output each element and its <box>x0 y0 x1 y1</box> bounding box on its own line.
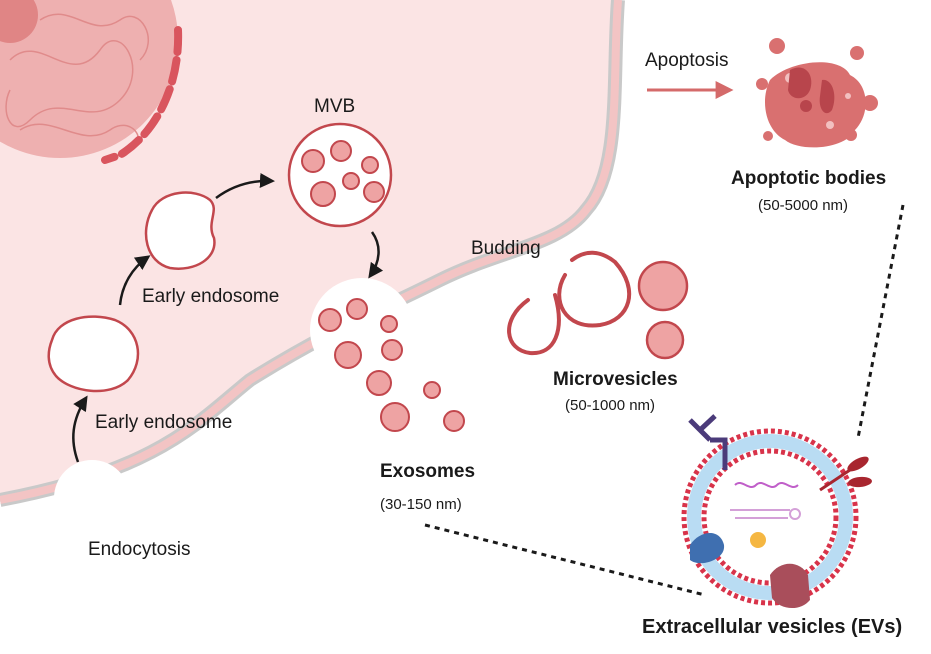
label-early-endosome-lower: Early endosome <box>95 412 233 433</box>
budding-microvesicles <box>507 250 632 356</box>
label-exosomes-size: (30-150 nm) <box>380 496 462 513</box>
nucleus <box>0 0 183 164</box>
apoptotic-body <box>756 38 878 148</box>
label-microvesicles: Microvesicles <box>553 369 678 390</box>
transmembrane-protein-blue <box>690 532 725 564</box>
arrow-early-to-early-endosome <box>118 255 151 306</box>
label-early-endosome-upper: Early endosome <box>142 286 280 307</box>
pathway-arrows <box>72 172 384 463</box>
arrow-early-endosome-to-mvb <box>215 172 275 200</box>
transmembrane-protein-maroon <box>770 563 810 609</box>
cell <box>0 0 625 507</box>
dna-strand <box>730 509 790 519</box>
exosomes <box>318 298 465 432</box>
early-endosome-upper <box>144 191 216 270</box>
extracellular-vesicle <box>681 414 872 609</box>
early-endosome-lower <box>47 315 140 393</box>
arrow-endocytosis-to-early-endosome <box>72 395 88 463</box>
mvb <box>287 122 393 228</box>
label-extracellular-vesicles: Extracellular vesicles (EVs) <box>642 616 903 638</box>
cell-membrane-inner <box>0 0 622 504</box>
microvesicle <box>637 260 689 312</box>
label-budding: Budding <box>471 238 541 259</box>
endocytosis-vesicle <box>54 460 130 536</box>
rna-strand <box>734 482 799 488</box>
label-apoptotic-bodies: Apoptotic bodies <box>731 168 887 189</box>
receptor-red <box>819 456 872 492</box>
dashed-connector-exosomes <box>424 523 706 597</box>
microvesicle <box>645 320 685 360</box>
label-endocytosis: Endocytosis <box>88 539 191 560</box>
cargo-protein <box>750 532 766 548</box>
receptor-purple <box>688 414 728 470</box>
label-apoptotic-bodies-size: (50-5000 nm) <box>758 197 849 214</box>
label-mvb: MVB <box>314 96 356 117</box>
label-apoptosis: Apoptosis <box>645 50 729 71</box>
label-exosomes: Exosomes <box>380 461 476 482</box>
dashed-connector-apoptotic <box>856 204 905 439</box>
label-microvesicles-size: (50-1000 nm) <box>565 397 656 414</box>
arrow-mvb-to-exosomes <box>368 231 384 279</box>
